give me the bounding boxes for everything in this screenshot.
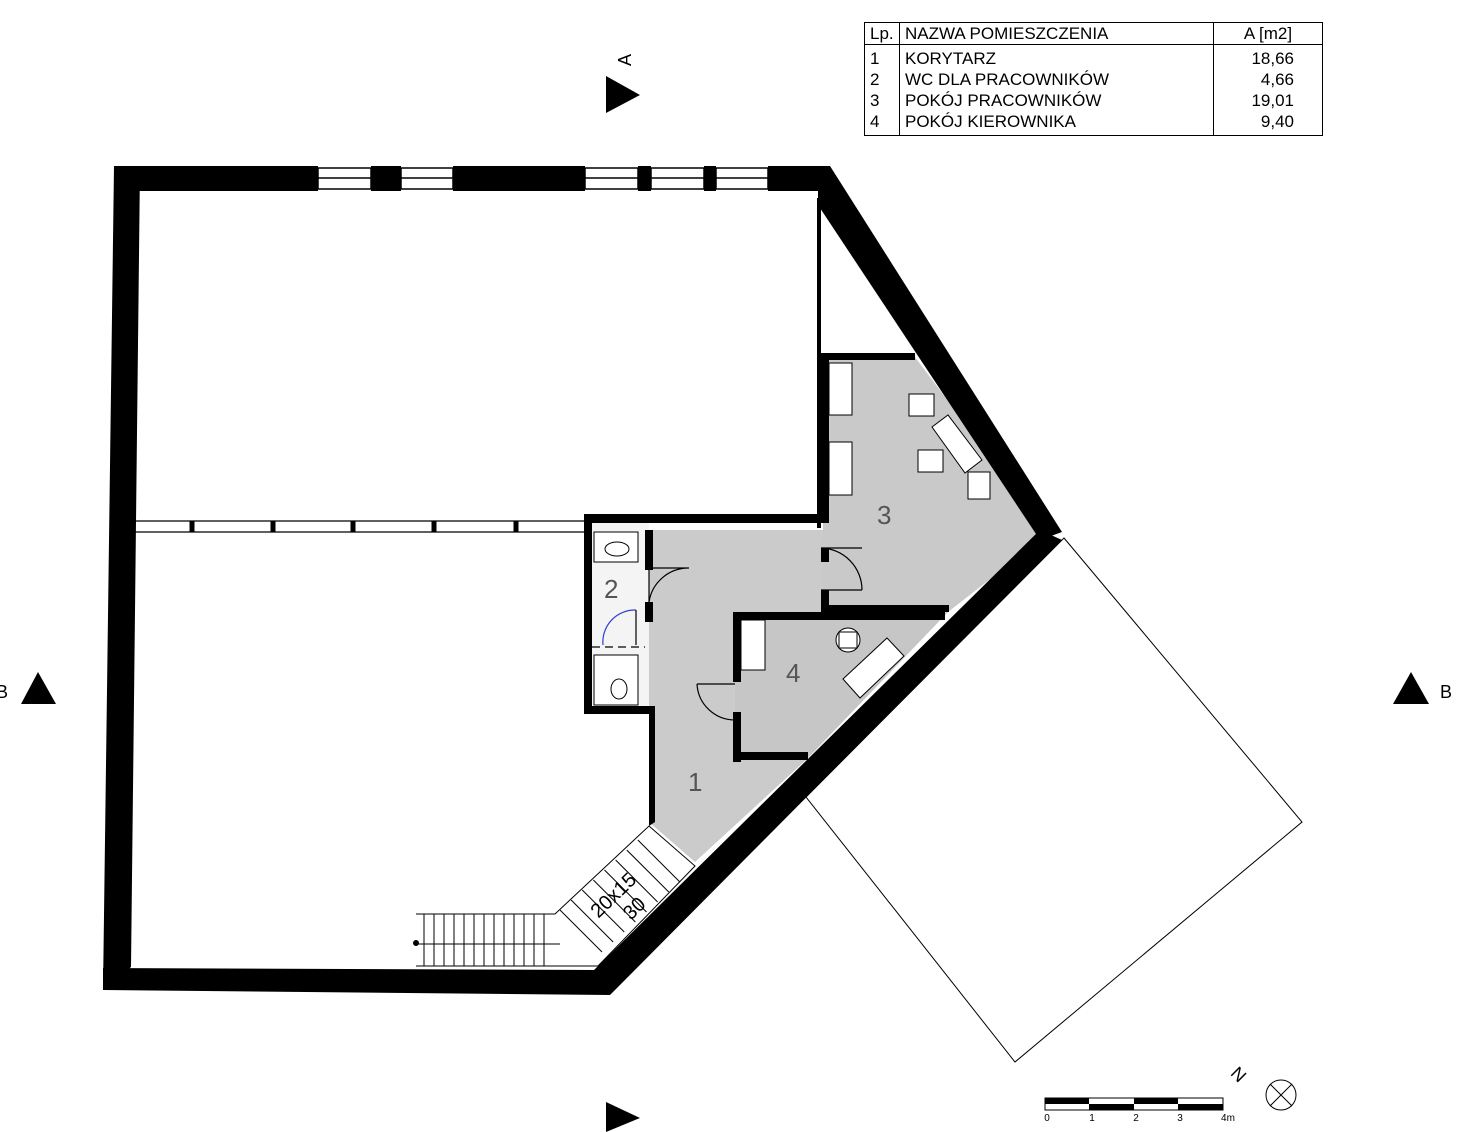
table-row: 2 WC DLA PRACOWNIKÓW 4,66 xyxy=(864,69,1323,90)
header-name: NAZWA POMIESZCZENIA xyxy=(899,22,1214,45)
furniture xyxy=(593,362,991,706)
row-area: 19,01 xyxy=(1213,90,1323,111)
section-marker-b-left: B xyxy=(0,672,56,704)
scale-label-1: 1 xyxy=(1089,1113,1095,1124)
stair-tread xyxy=(559,909,603,953)
room-label-4: 4 xyxy=(786,658,800,688)
section-marker-a-top: A xyxy=(606,54,640,113)
stair-tread xyxy=(604,869,647,913)
row-area: 9,40 xyxy=(1213,111,1323,136)
stair-tread xyxy=(615,859,658,903)
row-name: KORYTARZ xyxy=(899,44,1214,69)
interior-walls xyxy=(584,198,949,826)
room-table-header: Lp. NAZWA POMIESZCZENIA A [m2] xyxy=(864,22,1323,45)
row-no: 2 xyxy=(864,69,900,90)
row-name: WC DLA PRACOWNIKÓW xyxy=(899,69,1214,90)
section-marker-a-bottom xyxy=(606,1102,640,1132)
section-label-b-left: B xyxy=(0,682,8,702)
row-no: 4 xyxy=(864,111,900,136)
table-row: 1 KORYTARZ 18,66 xyxy=(864,44,1323,69)
room-label-1: 1 xyxy=(688,767,702,797)
room-label-2: 2 xyxy=(604,574,618,604)
row-name: POKÓJ KIEROWNIKA xyxy=(899,111,1214,136)
stair-tread xyxy=(570,899,614,943)
section-marker-b-right: B xyxy=(1393,672,1452,704)
room-label-3: 3 xyxy=(877,500,891,530)
outer-walls xyxy=(103,166,1062,995)
north-label: N xyxy=(1227,1063,1250,1086)
stair-tread xyxy=(593,879,636,923)
header-no: Lp. xyxy=(864,22,900,45)
scale-label-3: 3 xyxy=(1177,1113,1183,1124)
stair-tread xyxy=(637,839,681,883)
header-area: A [m2] xyxy=(1213,22,1323,45)
doors xyxy=(592,547,863,721)
stair-tread xyxy=(581,889,625,933)
section-label-b-right: B xyxy=(1440,682,1452,702)
row-no: 3 xyxy=(864,90,900,111)
row-area: 18,66 xyxy=(1213,44,1323,69)
table-row: 3 POKÓJ PRACOWNIKÓW 19,01 xyxy=(864,90,1323,111)
scale-label-0: 0 xyxy=(1044,1113,1050,1124)
table-row: 4 POKÓJ KIEROWNIKA 9,40 xyxy=(864,111,1323,136)
staircase xyxy=(413,825,696,967)
stair-tread xyxy=(626,849,670,893)
north-arrow-icon xyxy=(1265,1079,1297,1111)
top-windows xyxy=(317,167,769,190)
row-name: POKÓJ PRACOWNIKÓW xyxy=(899,90,1214,111)
floor-room-3 xyxy=(823,357,1048,612)
row-area: 4,66 xyxy=(1213,69,1323,90)
hall-partition xyxy=(135,520,584,533)
scale-label-2: 2 xyxy=(1133,1113,1139,1124)
scale-label-4: 4m xyxy=(1221,1113,1235,1124)
row-no: 1 xyxy=(864,44,900,69)
section-label-a-top: A xyxy=(615,54,635,66)
scale-bar: 0 1 2 3 4m xyxy=(1044,1097,1235,1124)
room-schedule-table: Lp. NAZWA POMIESZCZENIA A [m2] 1 KORYTAR… xyxy=(864,22,1323,136)
